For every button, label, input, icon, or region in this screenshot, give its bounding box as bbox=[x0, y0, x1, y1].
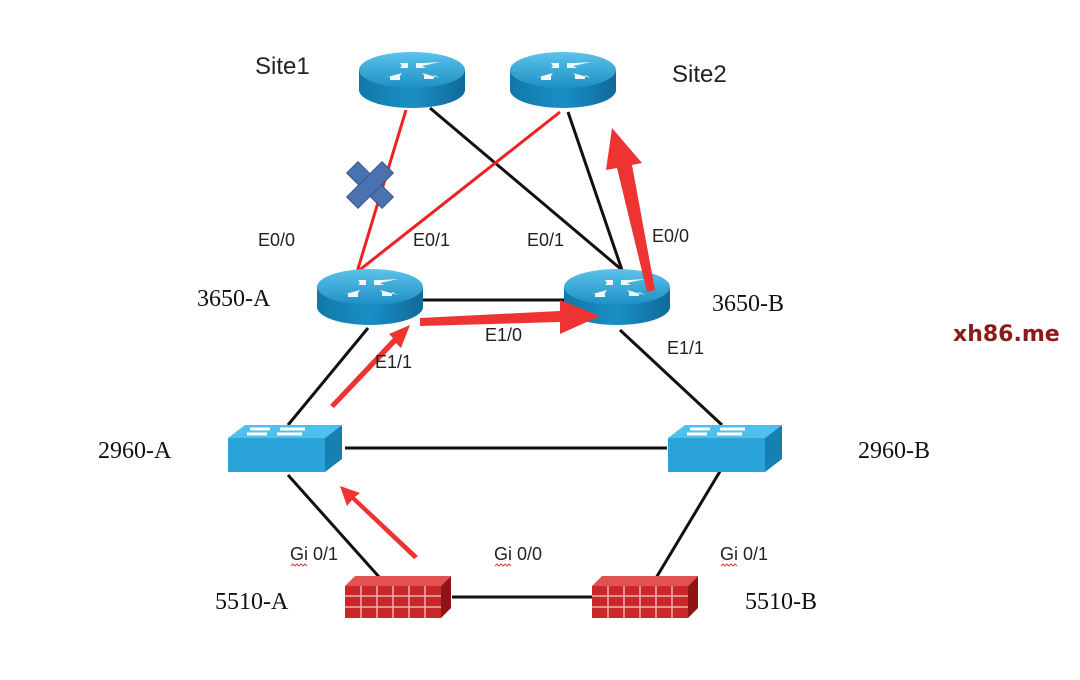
port-5510b-gi01: Gi 0/1 bbox=[720, 544, 768, 564]
port-3650b-e01: E0/1 bbox=[527, 230, 564, 250]
port-3650b-e00: E0/0 bbox=[652, 226, 689, 246]
label-site2: Site2 bbox=[672, 61, 727, 88]
label-site1: Site1 bbox=[255, 53, 310, 80]
router-site2-icon bbox=[510, 52, 616, 108]
label-2960a: 2960-A bbox=[98, 438, 172, 464]
port-5510a-gi01: Gi 0/1 bbox=[290, 544, 338, 564]
arrow-3650a-to-3650b bbox=[420, 300, 600, 334]
port-e10: E1/0 bbox=[485, 325, 522, 345]
link-failure-x-icon bbox=[345, 160, 395, 210]
switch-2960b-icon bbox=[666, 423, 784, 474]
label-5510a: 5510-A bbox=[215, 589, 289, 615]
label-5510b: 5510-B bbox=[745, 589, 817, 615]
link-2960a-5510a bbox=[286, 474, 382, 579]
link-2960b-5510b bbox=[654, 467, 724, 579]
link-site2-3650a bbox=[356, 110, 561, 274]
arrow-2960a-to-3650a bbox=[330, 325, 410, 408]
link-site2-3650b bbox=[566, 111, 624, 271]
firewall-5510a-icon bbox=[344, 575, 452, 619]
arrow-3650b-to-site2 bbox=[606, 128, 655, 292]
port-gi00: Gi 0/0 bbox=[494, 544, 542, 564]
link-site1-3650b bbox=[429, 106, 623, 272]
port-3650a-e11: E1/1 bbox=[375, 352, 412, 372]
traffic-path-arrows bbox=[330, 128, 655, 559]
label-3650a: 3650-A bbox=[197, 286, 271, 312]
label-2960b: 2960-B bbox=[858, 438, 930, 464]
router-3650a-icon bbox=[317, 269, 423, 325]
port-3650b-e11: E1/1 bbox=[667, 338, 704, 358]
router-site1-icon bbox=[359, 52, 465, 108]
spellcheck-underlines bbox=[290, 563, 738, 567]
link-3650b-2960b bbox=[618, 328, 724, 427]
link-3650a-2960a bbox=[286, 327, 370, 426]
label-3650b: 3650-B bbox=[712, 291, 784, 317]
firewall-5510b-icon bbox=[591, 575, 699, 619]
port-3650a-e01: E0/1 bbox=[413, 230, 450, 250]
arrow-5510a-to-2960a bbox=[340, 486, 418, 559]
links bbox=[286, 106, 724, 599]
port-3650a-e00: E0/0 bbox=[258, 230, 295, 250]
watermark: xh86.me bbox=[953, 322, 1060, 347]
switch-2960a-icon bbox=[226, 423, 344, 474]
